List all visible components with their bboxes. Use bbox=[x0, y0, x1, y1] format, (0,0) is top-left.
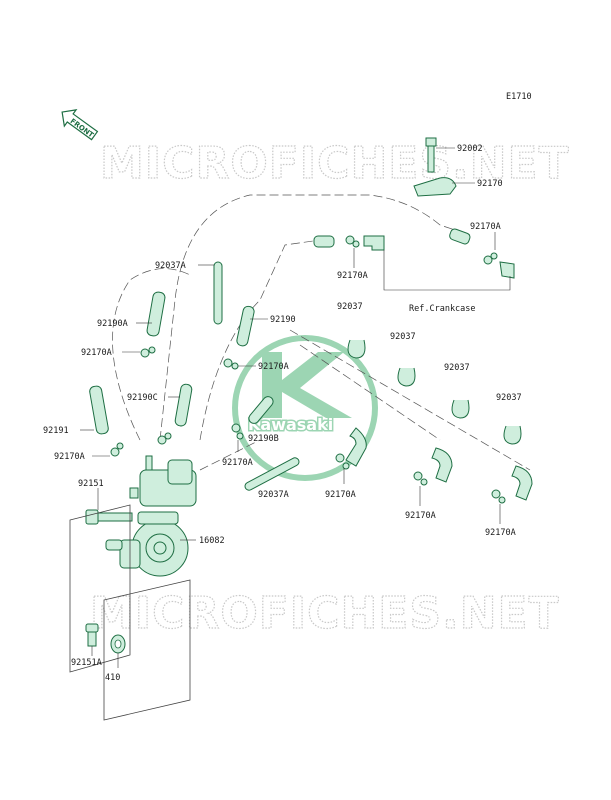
label-92170A-top-mid: 92170A bbox=[337, 271, 368, 281]
clip-92170A-g bbox=[231, 423, 244, 440]
label-92170A-center-3: 92170A bbox=[325, 490, 356, 500]
clip-92170A-d bbox=[223, 358, 239, 370]
brand-text: Kawasaki bbox=[248, 415, 333, 434]
clip-92170A-b bbox=[483, 252, 498, 265]
diagram-code: E1710 bbox=[506, 92, 532, 102]
label-92151: 92151 bbox=[78, 479, 104, 489]
label-92191: 92191 bbox=[43, 426, 69, 436]
hose-92190C bbox=[174, 383, 193, 427]
washer-410 bbox=[110, 634, 126, 654]
gasket-outline bbox=[69, 504, 131, 673]
loop-clamp-92037-c bbox=[451, 399, 470, 419]
clip-92170A-a bbox=[345, 235, 360, 248]
hose-92037A-upper bbox=[213, 261, 223, 325]
label-92037A-upper: 92037A bbox=[155, 261, 186, 271]
clip-92170A-f bbox=[157, 432, 172, 445]
label-16082: 16082 bbox=[199, 536, 225, 546]
hose-92190 bbox=[236, 305, 255, 347]
label-410: 410 bbox=[105, 673, 120, 683]
label-92037-c: 92037 bbox=[444, 363, 470, 373]
hose-92190B bbox=[248, 396, 274, 424]
bolt-92151A bbox=[85, 623, 99, 647]
label-92190: 92190 bbox=[270, 315, 296, 325]
clip-92170A-h bbox=[335, 453, 350, 470]
label-92037-a: 92037 bbox=[337, 302, 363, 312]
elbow-fitting-right bbox=[499, 261, 515, 279]
clamp-92170 bbox=[413, 177, 457, 197]
bolt-92151 bbox=[85, 509, 133, 525]
label-92170: 92170 bbox=[477, 179, 503, 189]
mounting-plate-outline bbox=[103, 579, 191, 721]
label-92170A-left: 92170A bbox=[81, 348, 112, 358]
label-92170A-right-2: 92170A bbox=[485, 528, 516, 538]
label-92190A: 92190A bbox=[97, 319, 128, 329]
label-92190C: 92190C bbox=[127, 393, 158, 403]
label-92170A-center-2: 92170A bbox=[222, 458, 253, 468]
clip-92170A-i bbox=[413, 471, 428, 486]
hose-fitting-right bbox=[449, 228, 471, 245]
hose-92190A bbox=[146, 291, 166, 337]
loop-clamp-92037-b bbox=[397, 367, 416, 387]
bolt-92002 bbox=[425, 137, 437, 173]
clip-92170A-e bbox=[110, 442, 124, 457]
curved-hose-a bbox=[345, 427, 367, 467]
loop-clamp-92037-d bbox=[503, 425, 522, 445]
elbow-fitting-top bbox=[363, 235, 385, 251]
front-arrow-icon: FRONT bbox=[61, 109, 99, 141]
watermark-top: MICROFICHES.NET bbox=[100, 138, 570, 189]
label-92002: 92002 bbox=[457, 144, 483, 154]
label-92151A: 92151A bbox=[71, 658, 102, 668]
label-92170A-top-right: 92170A bbox=[470, 222, 501, 232]
clip-92170A-c bbox=[140, 346, 156, 358]
curved-hose-b bbox=[431, 447, 453, 483]
hose-92191 bbox=[89, 385, 109, 435]
label-92037A-lower: 92037A bbox=[258, 490, 289, 500]
label-92037-d: 92037 bbox=[496, 393, 522, 403]
clip-92170A-j bbox=[491, 489, 506, 504]
kawasaki-logo-icon: Kawasaki bbox=[232, 335, 378, 481]
watermark-bottom: MICROFICHES.NET bbox=[90, 588, 560, 639]
ref-note: Ref.Crankcase bbox=[409, 304, 476, 314]
curved-hose-c bbox=[511, 465, 533, 501]
loop-clamp-92037-a bbox=[347, 339, 366, 359]
label-92037-b: 92037 bbox=[390, 332, 416, 342]
label-92170A-left-2: 92170A bbox=[54, 452, 85, 462]
label-92170A-center: 92170A bbox=[258, 362, 289, 372]
label-92170A-right-1: 92170A bbox=[405, 511, 436, 521]
hose-92037A-lower bbox=[244, 457, 300, 491]
hose-fitting-top bbox=[313, 235, 335, 248]
label-92190B: 92190B bbox=[248, 434, 279, 444]
